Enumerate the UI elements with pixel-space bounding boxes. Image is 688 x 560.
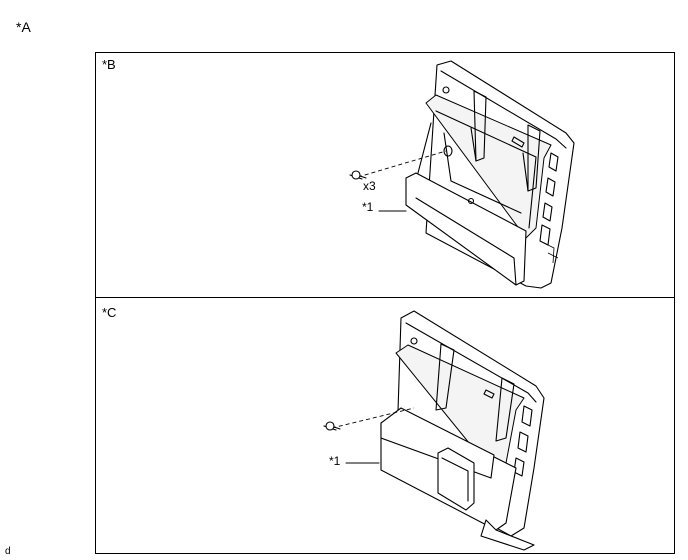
quantity-label: x3: [363, 179, 376, 193]
panel-b-label: *B: [102, 57, 116, 72]
panel-b: *B: [95, 52, 675, 298]
panel-c: *C *1: [95, 297, 675, 554]
bolt-icon: [323, 421, 341, 431]
corner-mark: d: [5, 546, 11, 557]
glove-box-diagram-c: [323, 310, 545, 551]
part-label-c: *1: [329, 454, 341, 468]
part-label-b: *1: [362, 200, 374, 214]
bolt-icon: [349, 170, 367, 180]
glove-box-diagram-b: [349, 60, 575, 289]
panel-c-label: *C: [102, 305, 117, 320]
figure-label: *A: [16, 19, 31, 35]
